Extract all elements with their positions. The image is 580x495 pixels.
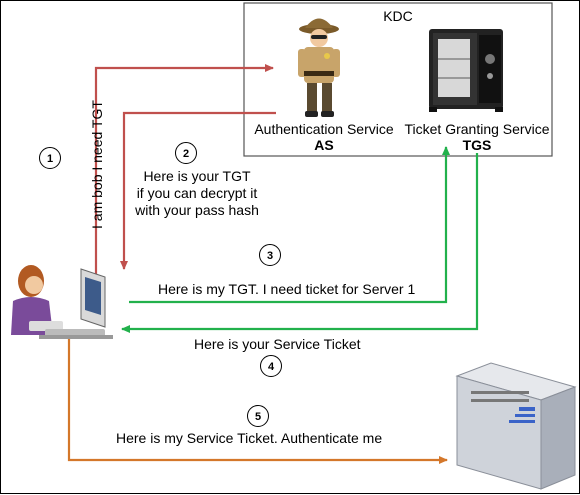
step-4-label: Here is your Service Ticket (194, 336, 361, 352)
step-1-badge: 1 (39, 147, 61, 169)
step-5-label: Here is my Service Ticket. Authenticate … (116, 430, 383, 446)
step-2-line-3: with your pass hash (135, 202, 259, 218)
step-3-badge: 3 (259, 244, 281, 266)
arrow-step-5 (67, 339, 448, 464)
sheriff-icon (298, 18, 340, 117)
user-at-computer-icon (11, 265, 113, 339)
as-abbr: AS (314, 137, 334, 153)
step-5-badge: 5 (247, 405, 269, 427)
as-name: Authentication Service (254, 121, 394, 137)
tgs-abbr: TGS (462, 137, 492, 153)
arrow-step-3 (129, 146, 450, 304)
arrow-step-4 (121, 153, 479, 333)
server-icon (455, 362, 577, 490)
step-2-line-1: Here is your TGT (143, 168, 251, 184)
safe-icon (429, 29, 503, 112)
step-2-badge: 2 (175, 142, 197, 164)
step-3-label: Here is my TGT. I need ticket for Server… (158, 281, 416, 297)
arrow-step-2 (120, 111, 276, 270)
tgs-name: Ticket Granting Service (404, 121, 550, 137)
arrow-step-1 (94, 64, 274, 291)
step-1-label: I am bob I need TGT (89, 100, 105, 229)
step-4-badge: 4 (260, 355, 282, 377)
step-2-line-2: if you can decrypt it (136, 185, 258, 201)
kdc-title: KDC (383, 8, 413, 24)
